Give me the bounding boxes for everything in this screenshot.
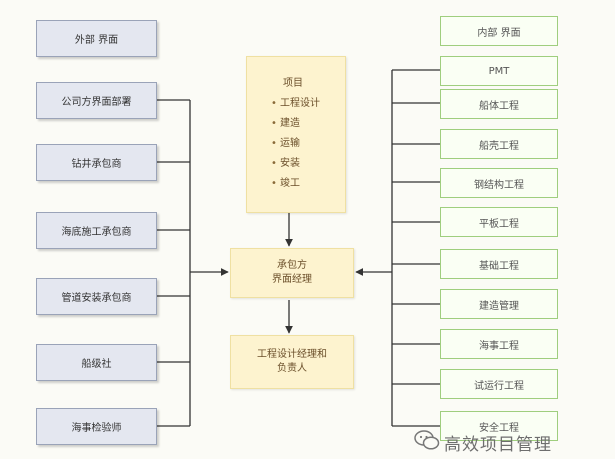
- left-box-drilling-contractor: 钻井承包商: [36, 144, 157, 181]
- right-box-pmt: PMT: [440, 56, 558, 86]
- right-box-construction-management: 建造管理: [440, 289, 558, 319]
- right-box-marine-engineering: 海事工程: [440, 329, 558, 359]
- right-box-steel-structure: 钢结构工程: [440, 168, 558, 198]
- bullet-icon: •: [271, 98, 277, 109]
- watermark: 高效项目管理: [414, 427, 552, 457]
- bullet-icon: •: [271, 158, 277, 169]
- project-item: •竣工: [271, 174, 320, 194]
- right-box-shell-engineering: 船壳工程: [440, 129, 558, 159]
- project-item: •安装: [271, 154, 320, 174]
- design-manager-line1: 工程设计经理和: [257, 349, 327, 360]
- left-box-classification-society: 船级社: [36, 344, 157, 381]
- project-title: 项目: [283, 78, 303, 89]
- left-box-company-interface: 公司方界面部署: [36, 82, 157, 119]
- wechat-icon: [414, 429, 440, 456]
- left-box-pipeline-contractor: 管道安装承包商: [36, 278, 157, 315]
- right-box-internal-interface: 内部 界面: [440, 16, 558, 46]
- right-box-hull-engineering: 船体工程: [440, 89, 558, 119]
- design-manager-line2: 负责人: [277, 363, 307, 374]
- project-item: •工程设计: [271, 94, 320, 114]
- right-box-commissioning: 试运行工程: [440, 369, 558, 399]
- bullet-icon: •: [271, 178, 277, 189]
- left-box-subsea-contractor: 海底施工承包商: [36, 212, 157, 249]
- bullet-icon: •: [271, 138, 277, 149]
- contractor-manager-line1: 承包方: [277, 260, 307, 271]
- project-item: •运输: [271, 134, 320, 154]
- project-box: 项目 •工程设计 •建造 •运输 •安装 •竣工: [246, 56, 346, 213]
- design-manager-box: 工程设计经理和 负责人: [230, 335, 354, 389]
- contractor-interface-manager-box: 承包方 界面经理: [230, 248, 354, 298]
- watermark-text: 高效项目管理: [444, 434, 552, 455]
- bullet-icon: •: [271, 118, 277, 129]
- left-box-marine-surveyor: 海事检验师: [36, 408, 157, 445]
- right-box-safety-engineering: 安全工程: [440, 411, 558, 441]
- right-box-foundation: 基础工程: [440, 249, 558, 279]
- left-box-external-interface: 外部 界面: [36, 20, 157, 57]
- project-items: •工程设计 •建造 •运输 •安装 •竣工: [271, 94, 320, 194]
- right-box-plate-engineering: 平板工程: [440, 207, 558, 237]
- contractor-manager-line2: 界面经理: [272, 274, 312, 285]
- project-item: •建造: [271, 114, 320, 134]
